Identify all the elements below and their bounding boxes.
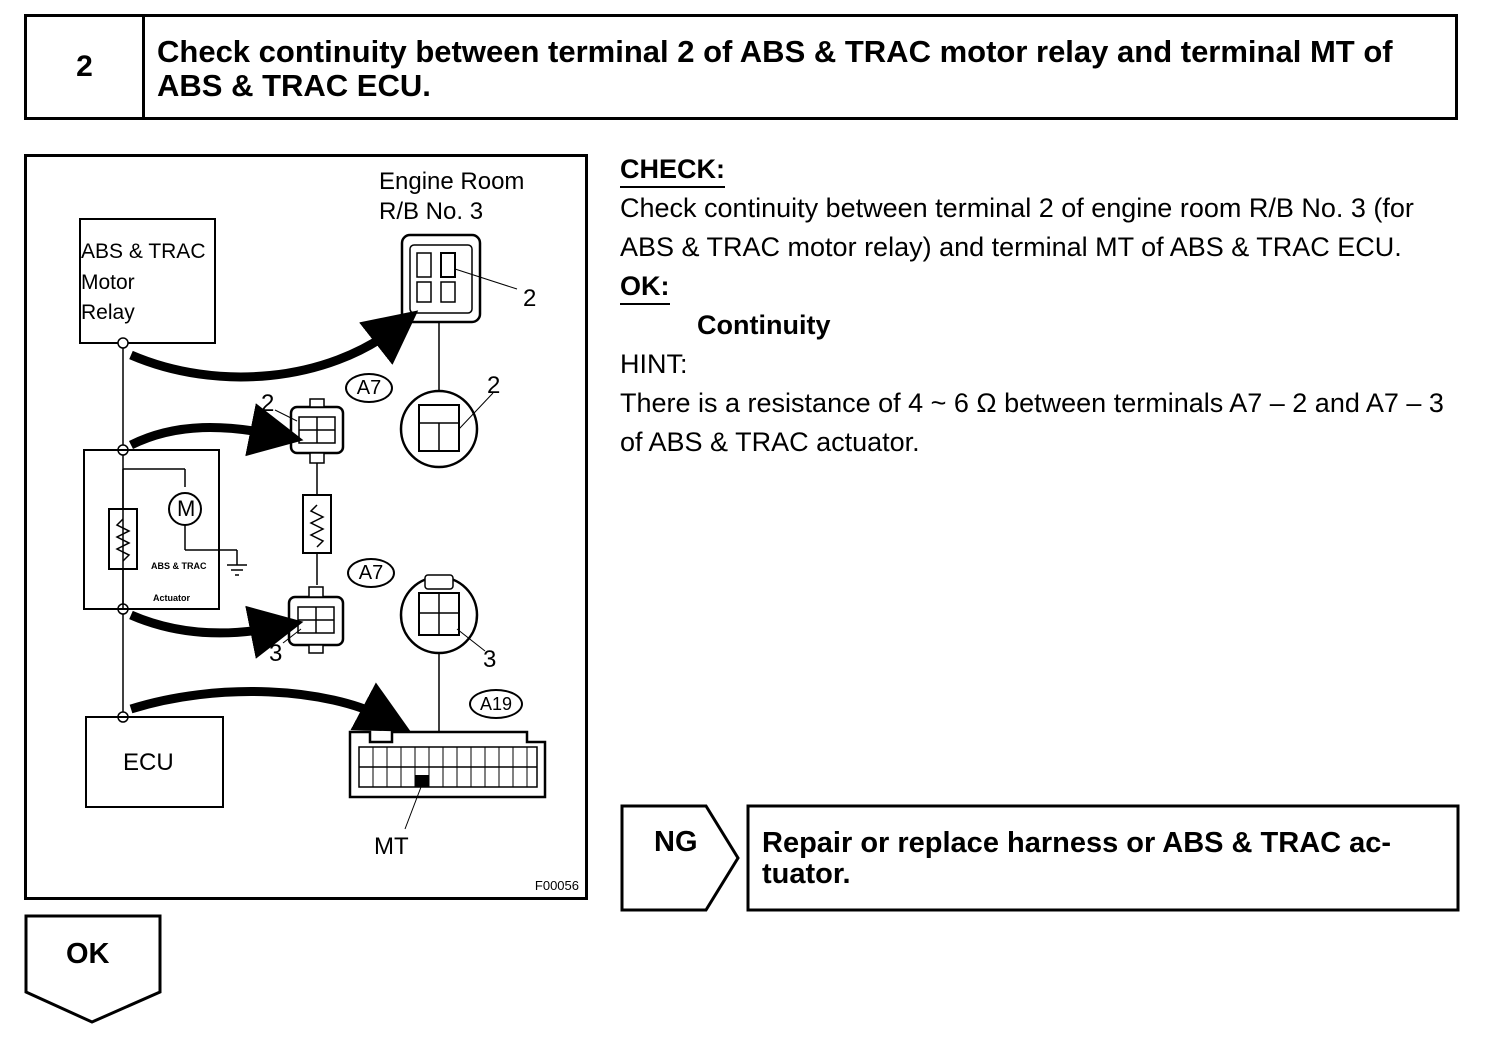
arrow-to-a7-top	[128, 403, 304, 457]
engine-room-label: Engine Room	[379, 168, 525, 195]
actuator-label-2: Actuator	[153, 593, 191, 603]
connector-tag-a7-bottom: A7	[347, 558, 395, 588]
ok-value: Continuity	[697, 310, 831, 340]
actuator-box	[83, 449, 220, 610]
ok-result-outline	[24, 914, 162, 1024]
ng-action-text: Repair or replace harness or ABS & TRAC …	[762, 827, 1392, 890]
mt-pin-label: MT	[374, 833, 409, 860]
ng-result-outline	[620, 804, 1460, 912]
a7-pin-2-label: 2	[261, 390, 275, 417]
connector-tag-a7-top: A7	[345, 373, 393, 403]
arrow-relay-to-rb	[129, 310, 419, 382]
ecu-label: ECU	[123, 749, 174, 776]
check-heading: CHECK:	[620, 152, 725, 188]
rb-pin-2-label: 2	[523, 285, 537, 312]
arrow-ecu-to-a19	[129, 682, 411, 732]
a7-pin-3-label: 3	[269, 640, 283, 667]
hint-heading: HINT:	[620, 349, 688, 379]
ng-label: NG	[654, 826, 698, 858]
a7-resistor	[302, 494, 332, 554]
a7-socket-pin-3-label: 3	[483, 646, 497, 673]
relay-label-1: ABS & TRAC	[81, 240, 206, 263]
procedure-text: CHECK: Check continuity between terminal…	[620, 150, 1470, 462]
step-title: Check continuity between terminal 2 of A…	[157, 34, 1393, 103]
ok-label: OK	[66, 938, 110, 970]
step-header: 2 Check continuity between terminal 2 of…	[24, 14, 1458, 120]
wiring-diagram: Engine Room R/B No. 3 ABS & TRAC Motor R…	[24, 154, 588, 900]
ok-heading: OK:	[620, 269, 670, 305]
ecu-box	[85, 716, 224, 808]
figure-code: F00056	[534, 878, 579, 893]
diagram-graphic	[79, 218, 547, 830]
hint-text: There is a resistance of 4 ~ 6 Ω between…	[620, 388, 1444, 457]
a19-connector	[348, 730, 547, 799]
actuator-label-1: ABS & TRAC	[151, 561, 207, 571]
a7-socket-pin-2-label: 2	[487, 372, 501, 399]
rb-connector	[400, 233, 482, 324]
rb-number-label: R/B No. 3	[379, 198, 484, 225]
step-number: 2	[27, 17, 145, 117]
connector-tag-a19: A19	[469, 689, 523, 719]
arrow-to-a7-bottom	[129, 605, 304, 659]
ng-result-box: NG Repair or replace harness or ABS & TR…	[620, 804, 1460, 912]
relay-box	[79, 218, 216, 344]
ok-result-box: OK	[24, 914, 164, 1026]
relay-label-3: Relay	[81, 301, 135, 324]
check-text: Check continuity between terminal 2 of e…	[620, 193, 1414, 262]
motor-label: M	[177, 496, 196, 521]
relay-label-2: Motor	[81, 271, 135, 294]
